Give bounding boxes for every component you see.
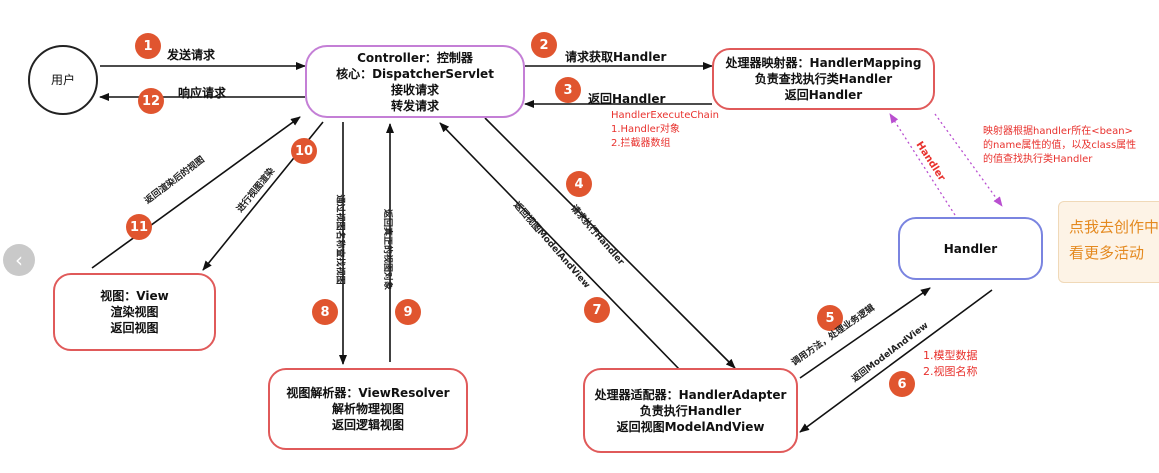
step-8-badge: 8	[312, 299, 338, 325]
arrow-7	[439, 122, 681, 371]
promo-line-1: 点我去创作中	[1069, 218, 1159, 236]
step-9-badge: 9	[395, 299, 421, 325]
arrow-6	[799, 289, 993, 433]
promo-line-2: 看更多活动	[1069, 244, 1145, 262]
mapping-note: 映射器根据handler所在<bean> 的name属性的值，以及class属性…	[983, 125, 1136, 167]
creation-promo-banner[interactable]: 点我去创作中 看更多活动	[1058, 201, 1159, 283]
handler-adapter-desc: 负责执行Handler	[639, 403, 742, 418]
handler-box: Handler	[898, 217, 1043, 280]
handler-execute-chain-note: HandlerExecuteChain 1.Handler对象 2.拦截器数组	[611, 109, 719, 151]
handler-adapter-return: 返回视图ModelAndView	[616, 419, 765, 434]
step-1-label: 发送请求	[167, 48, 216, 62]
chain-item-interceptors: 2.拦截器数组	[611, 138, 671, 149]
view-render: 渲染视图	[110, 305, 159, 319]
step-1-badge: 1	[135, 33, 161, 59]
step-12-label: 响应请求	[178, 86, 227, 100]
chain-title: HandlerExecuteChain	[611, 110, 719, 121]
arrow-11	[91, 116, 301, 269]
chain-item-handler: 1.Handler对象	[611, 124, 680, 135]
view-resolver-box: 视图解析器：ViewResolver 解析物理视图 返回逻辑视图	[268, 368, 468, 450]
step-11-badge: 11	[126, 214, 152, 240]
step-8-label: 通过视图名称查找视图	[334, 194, 345, 285]
step-12-badge: 12	[138, 88, 164, 114]
view-resolver-return: 返回逻辑视图	[331, 418, 404, 432]
controller-receive: 接收请求	[390, 82, 439, 97]
arrow-5	[799, 287, 931, 379]
handler-adapter-title: 处理器适配器：HandlerAdapter	[594, 387, 787, 402]
controller-title: Controller：控制器	[357, 50, 473, 65]
mapping-note-line-2: 的name属性的值，以及class属性	[983, 140, 1137, 151]
controller-box: Controller：控制器 核心：DispatcherServlet 接收请求…	[305, 45, 525, 118]
model-note: 1.模型数据 2.视图名称	[923, 348, 978, 380]
step-10-badge: 10	[291, 138, 317, 164]
mapping-note-line-1: 映射器根据handler所在<bean>	[983, 126, 1133, 137]
view-title: 视图：View	[100, 289, 169, 303]
chevron-left-icon: ‹	[15, 248, 23, 272]
user-node: 用户	[28, 45, 98, 115]
step-2-label: 请求获取Handler	[565, 50, 667, 64]
handler-mapping-desc: 负责查找执行类Handler	[754, 72, 893, 86]
dotted-arrow-handler-down	[934, 113, 1003, 207]
handler-adapter-box: 处理器适配器：HandlerAdapter 负责执行Handler 返回视图Mo…	[583, 368, 798, 453]
user-label: 用户	[50, 73, 75, 87]
arrow-4	[484, 117, 736, 369]
dotted-arrow-handler-up	[889, 113, 956, 216]
handler-mapping-return: 返回Handler	[784, 88, 863, 102]
view-resolver-title: 视图解析器：ViewResolver	[286, 386, 450, 400]
step-9-label: 返回真正的视图对象	[382, 208, 393, 291]
view-return: 返回视图	[110, 321, 159, 335]
controller-core: 核心：DispatcherServlet	[336, 66, 494, 81]
step-3-label: 返回Handler	[588, 92, 666, 106]
step-6-badge: 6	[889, 371, 915, 397]
step-7-badge: 7	[584, 297, 610, 323]
step-3-badge: 3	[555, 77, 581, 103]
step-2-badge: 2	[531, 32, 557, 58]
view-resolver-parse: 解析物理视图	[331, 402, 404, 416]
step-4-badge: 4	[566, 171, 592, 197]
view-box: 视图：View 渲染视图 返回视图	[53, 273, 216, 351]
controller-forward: 转发请求	[390, 98, 439, 113]
step-5-badge: 5	[817, 305, 843, 331]
model-note-line-1: 1.模型数据	[923, 349, 978, 362]
handler-mapping-box: 处理器映射器：HandlerMapping 负责查找执行类Handler 返回H…	[712, 48, 935, 110]
prev-slide-button[interactable]: ‹	[3, 244, 35, 276]
handler-mapping-title: 处理器映射器：HandlerMapping	[725, 56, 922, 70]
handler-label: Handler	[943, 241, 998, 256]
mapping-note-line-3: 的值查找执行类Handler	[983, 154, 1093, 165]
model-note-line-2: 2.视图名称	[923, 365, 978, 378]
